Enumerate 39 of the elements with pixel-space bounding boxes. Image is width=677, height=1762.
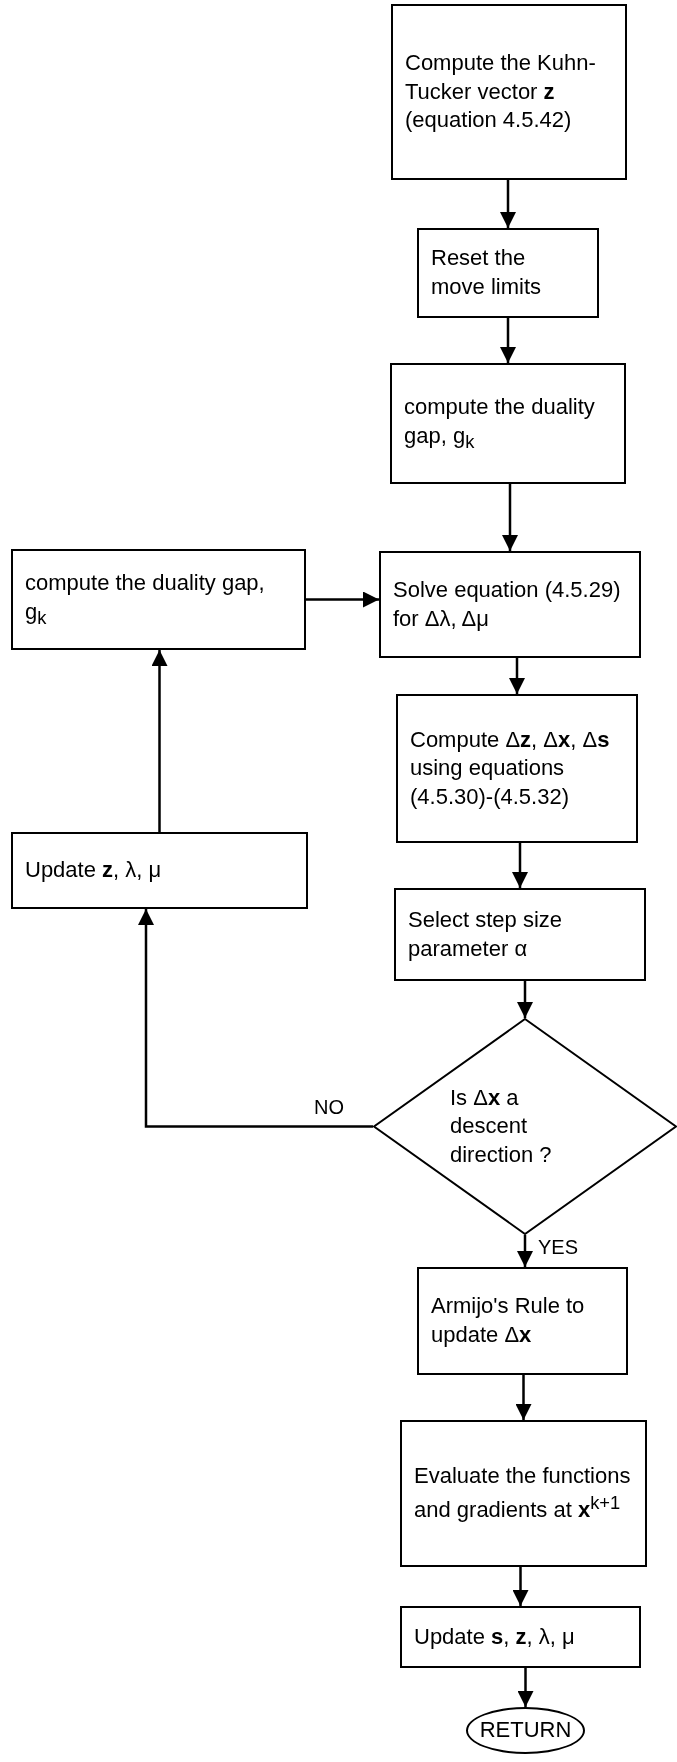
arrow [306,591,379,608]
node-text: Compute the Kuhn-Tucker vector z (equation 4.5.42) [405,49,597,135]
node-text: RETURN [479,1716,572,1745]
process-box [11,832,308,909]
node-text: Evaluate the functions and gradients at x$^{k+1}$ [414,1462,632,1525]
process-box [417,228,599,318]
process-box [379,551,641,658]
process-box [417,1267,628,1375]
node-text: compute the duality gap, g$_{k}$ [25,569,266,630]
arrow [500,318,516,363]
arrow [502,484,518,551]
arrow [509,658,525,694]
arrow [512,843,528,888]
node-text: Compute Δz, Δx, Δs using equations (4.5.30)-(4.5.32) [410,725,611,811]
arrow [138,909,373,1128]
process-box [400,1606,641,1668]
arrow [517,1668,534,1707]
arrow [151,650,168,832]
node-text: Armijo's Rule to update Δx [431,1292,586,1349]
process-box [394,888,646,981]
arrow [512,1567,529,1606]
process-box [391,4,627,180]
node-text: Update s, z, λ, μ [414,1622,575,1651]
arrow [515,1375,532,1420]
arrow [500,180,516,228]
decision-diamond [373,1018,677,1235]
arrow [517,981,533,1018]
node-text: Update z, λ, μ [25,856,162,885]
arrow [517,1235,533,1267]
node-text: compute the duality gap, g$_{k}$ [404,393,596,454]
process-box [400,1420,647,1567]
node-text: Reset the move limits [431,244,542,301]
process-box [11,549,306,650]
node-text: Is Δx a descent direction ? [450,1083,553,1169]
node-text: Solve equation (4.5.29) for Δλ, Δμ [393,575,622,633]
process-box [390,363,626,484]
terminal-oval [466,1707,585,1754]
node-text: Select step size parameter α [408,905,564,963]
process-box [396,694,638,843]
